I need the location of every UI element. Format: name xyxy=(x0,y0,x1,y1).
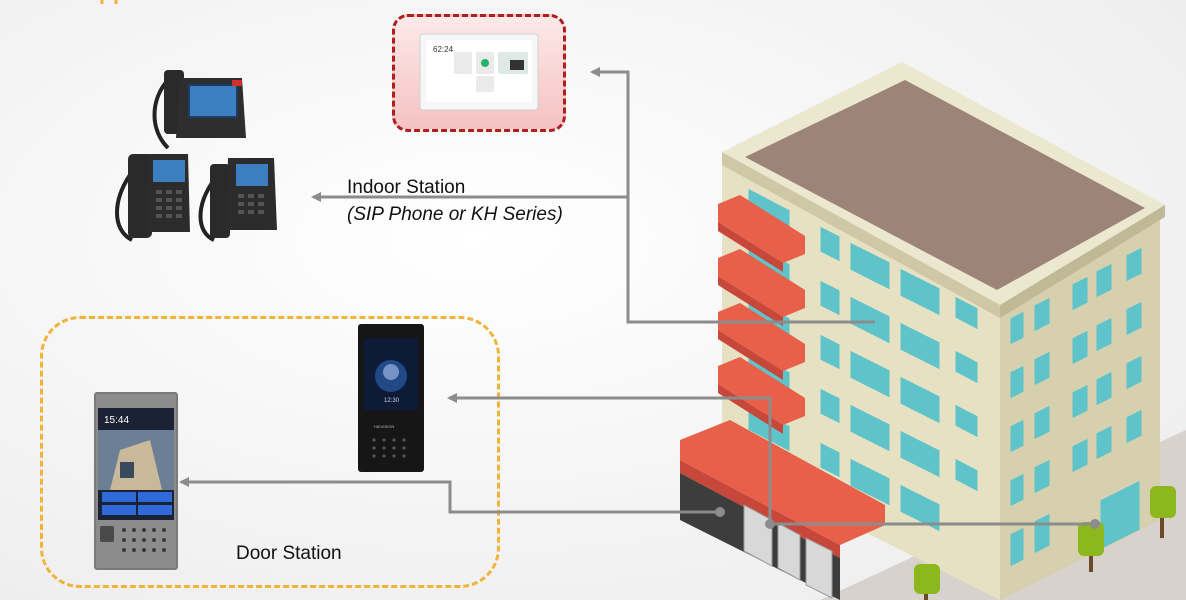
monitor-clock: 62:24 xyxy=(433,45,454,54)
tree-icon xyxy=(914,486,1176,600)
door-panel-brand: HIKVISION xyxy=(374,424,394,429)
connection-lines xyxy=(179,67,1095,528)
balconies xyxy=(718,195,805,434)
apartment-building xyxy=(680,62,1186,600)
door-panel-clock: 12:30 xyxy=(384,398,400,404)
door-station-large xyxy=(94,392,178,570)
indoor-monitor xyxy=(419,33,539,111)
sip-phone-video xyxy=(152,70,246,150)
indoor-station-sublabel: (SIP Phone or KH Series) xyxy=(347,204,563,225)
sip-phone-desk-large xyxy=(115,154,190,242)
indoor-station-label: Indoor Station xyxy=(347,177,466,198)
door-station-label: Door Station xyxy=(236,543,342,564)
door-panel-compact xyxy=(358,324,424,472)
door-station-group xyxy=(40,316,500,588)
sip-phone-desk-small xyxy=(198,158,277,242)
door-station-clock: 15:44 xyxy=(104,415,129,426)
